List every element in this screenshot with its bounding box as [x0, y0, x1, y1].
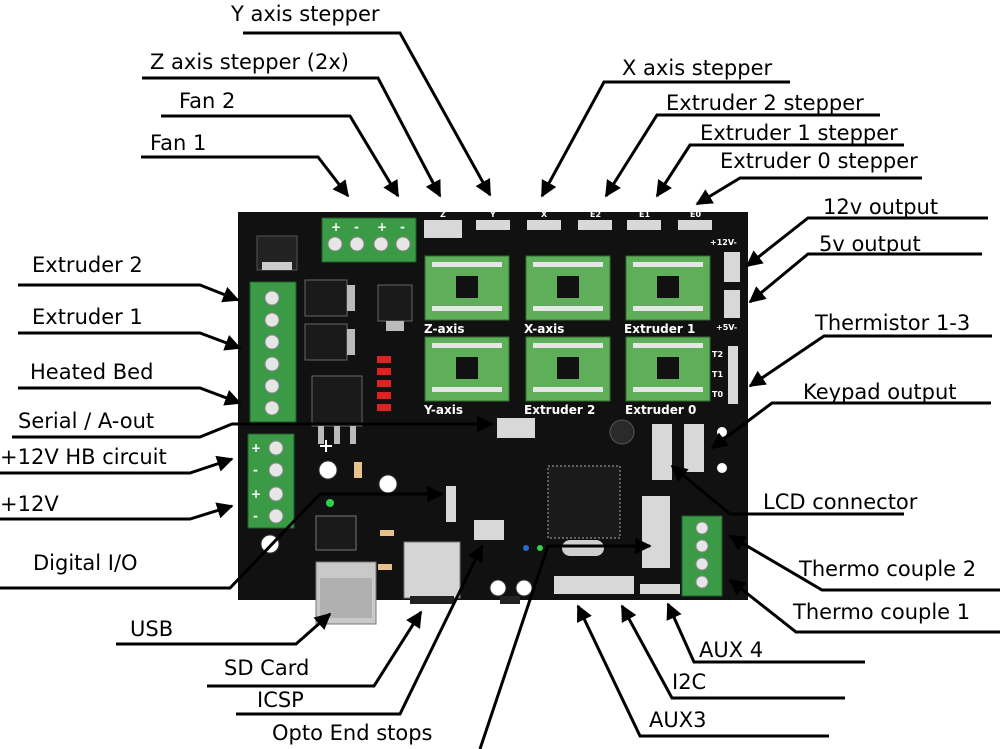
- driver-module-z: Z-axis: [424, 255, 510, 336]
- driver-label-x: X-axis: [524, 322, 564, 336]
- label-heated-bed: Heated Bed: [30, 360, 153, 384]
- header-mark-e2: E2: [590, 210, 601, 219]
- driver-module-extruder-1: Extruder 1: [624, 255, 711, 336]
- fan1-plus-mark: +: [331, 220, 341, 234]
- header-mark-z: Z: [440, 210, 446, 219]
- mosfet-2: [304, 323, 355, 361]
- microcontroller-chip: [547, 465, 621, 539]
- label-aux-4: AUX 4: [699, 638, 763, 662]
- label-serial-aout: Serial / A-out: [18, 409, 154, 433]
- thermocouple-terminal-block: [681, 515, 723, 597]
- label-x-axis-stepper: X axis stepper: [622, 56, 772, 80]
- header-mark-e1: E1: [639, 210, 650, 219]
- header-mark-e0: E0: [690, 210, 701, 219]
- label-opto-end-stops: Opto End stops: [272, 721, 433, 745]
- label-thermo-couple-2: Thermo couple 2: [798, 557, 976, 581]
- label-digital-io: Digital I/O: [33, 551, 138, 575]
- label-z-axis-stepper: Z axis stepper (2x): [150, 50, 349, 74]
- label-i2c: I2C: [672, 670, 706, 694]
- label-12v-output: 12v output: [823, 195, 938, 219]
- red-smd-resistors: [377, 356, 391, 411]
- power-output-headers: +12V- +5V-: [710, 238, 740, 332]
- pwr-plus-mark: +: [251, 487, 261, 501]
- voltage-regulator-top: [256, 235, 298, 271]
- buzzer: [609, 419, 635, 445]
- label-extruder-0-stepper: Extruder 0 stepper: [720, 149, 918, 173]
- header-mark-12v: +12V-: [710, 238, 737, 247]
- hb-minus-mark: -: [253, 463, 258, 477]
- heater-terminal-block: [249, 281, 297, 423]
- motor-headers: Z Y X E2 E1 E0: [424, 210, 712, 238]
- mosfet-1: [304, 279, 355, 317]
- fan1-minus-mark: -: [354, 220, 359, 234]
- driver-module-extruder-0: Extruder 0: [625, 336, 711, 417]
- callout-labels: Y axis stepper Z axis stepper (2x) Fan 2…: [0, 2, 976, 745]
- cross-marker: [320, 440, 332, 452]
- header-mark-x: X: [541, 210, 548, 219]
- label-fan-1: Fan 1: [150, 131, 206, 155]
- label-5v-output: 5v output: [819, 232, 921, 256]
- label-thermo-couple-1: Thermo couple 1: [792, 600, 970, 624]
- label-keypad-output: Keypad output: [803, 380, 957, 404]
- fan2-minus-mark: -: [400, 220, 405, 234]
- label-plus-12v: +12V: [0, 492, 59, 516]
- label-extruder-1: Extruder 1: [32, 305, 143, 329]
- driver-label-z: Z-axis: [424, 322, 465, 336]
- header-mark-t0: T0: [712, 390, 723, 399]
- driver-label-extruder-2: Extruder 2: [524, 403, 595, 417]
- label-extruder-2-stepper: Extruder 2 stepper: [666, 91, 864, 115]
- label-y-axis-stepper: Y axis stepper: [230, 2, 380, 26]
- driver-module-x: X-axis: [524, 255, 611, 336]
- label-icsp: ICSP: [257, 688, 304, 712]
- header-mark-5v: +5V-: [716, 323, 737, 332]
- hb-plus-mark: +: [251, 441, 261, 455]
- fan2-plus-mark: +: [377, 220, 387, 234]
- driver-module-y: Y-axis: [423, 336, 510, 417]
- label-lcd-connector: LCD connector: [763, 490, 918, 514]
- sd-card-slot: [403, 541, 461, 604]
- switch: [500, 596, 520, 604]
- driver-module-extruder-2: Extruder 2: [524, 336, 611, 417]
- leader-lines: [0, 31, 1000, 749]
- label-hb-circuit: +12V HB circuit: [0, 445, 167, 469]
- pwr-minus-mark: -: [253, 509, 258, 523]
- status-leds: [326, 499, 543, 551]
- label-fan-2: Fan 2: [179, 89, 235, 113]
- power-terminal-block: + - + -: [247, 433, 295, 529]
- mosfet-large: [311, 375, 363, 444]
- label-thermistor: Thermistor 1-3: [814, 311, 970, 335]
- header-mark-t1: T1: [712, 370, 723, 379]
- thermistor-header: T2 T1 T0: [712, 346, 738, 404]
- misc-headers: [446, 418, 704, 594]
- header-mark-y: Y: [489, 210, 496, 219]
- usb-port: [315, 561, 377, 625]
- label-aux3: AUX3: [649, 708, 706, 732]
- mosfet-3: [377, 284, 413, 331]
- driver-label-extruder-0: Extruder 0: [625, 403, 696, 417]
- label-sd-card: SD Card: [224, 656, 309, 680]
- label-usb: USB: [130, 617, 173, 641]
- header-mark-t2: T2: [712, 350, 723, 359]
- driver-label-extruder-1: Extruder 1: [624, 322, 695, 336]
- driver-label-y: Y-axis: [423, 403, 463, 417]
- label-extruder-2: Extruder 2: [32, 253, 143, 277]
- label-extruder-1-stepper: Extruder 1 stepper: [700, 121, 898, 145]
- crystal: [562, 540, 604, 556]
- fan-terminal-block: + - + -: [321, 217, 417, 263]
- small-ic: [315, 515, 357, 551]
